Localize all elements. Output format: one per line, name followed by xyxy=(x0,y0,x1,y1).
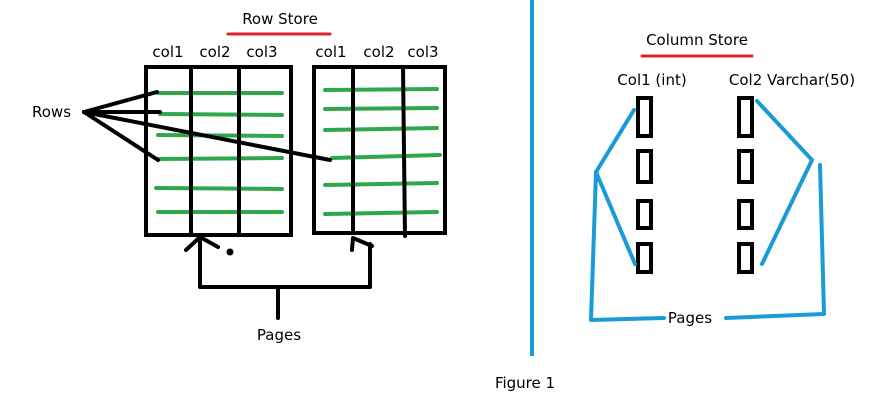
col2-label: Col2 Varchar(50) xyxy=(729,71,855,89)
rows-label: Rows xyxy=(32,103,71,121)
right-page xyxy=(312,65,447,238)
column-store-title: Column Store xyxy=(646,31,748,49)
row-store: Row Store col1 col2 col3 col1 col2 col3 xyxy=(32,10,447,344)
right-col3-label: col3 xyxy=(407,43,438,61)
left-page xyxy=(144,65,293,237)
figure-caption: Figure 1 xyxy=(495,374,555,392)
column-store-pages-label: Pages xyxy=(668,309,712,327)
pages-brackets xyxy=(589,99,826,322)
col1-pages xyxy=(636,96,653,274)
row-store-pages-label: Pages xyxy=(257,326,301,344)
left-col2-label: col2 xyxy=(199,43,230,61)
pages-arrows xyxy=(184,235,374,320)
row-store-title: Row Store xyxy=(242,10,318,28)
column-store: Column Store Col1 (int) Col2 Varchar(50)… xyxy=(589,31,855,327)
rows-pointer-lines xyxy=(82,90,332,162)
right-col1-label: col1 xyxy=(315,43,346,61)
left-col3-label: col3 xyxy=(246,43,277,61)
right-col2-label: col2 xyxy=(363,43,394,61)
col1-label: Col1 (int) xyxy=(617,71,686,89)
col2-pages xyxy=(737,96,754,274)
left-col1-label: col1 xyxy=(152,43,183,61)
